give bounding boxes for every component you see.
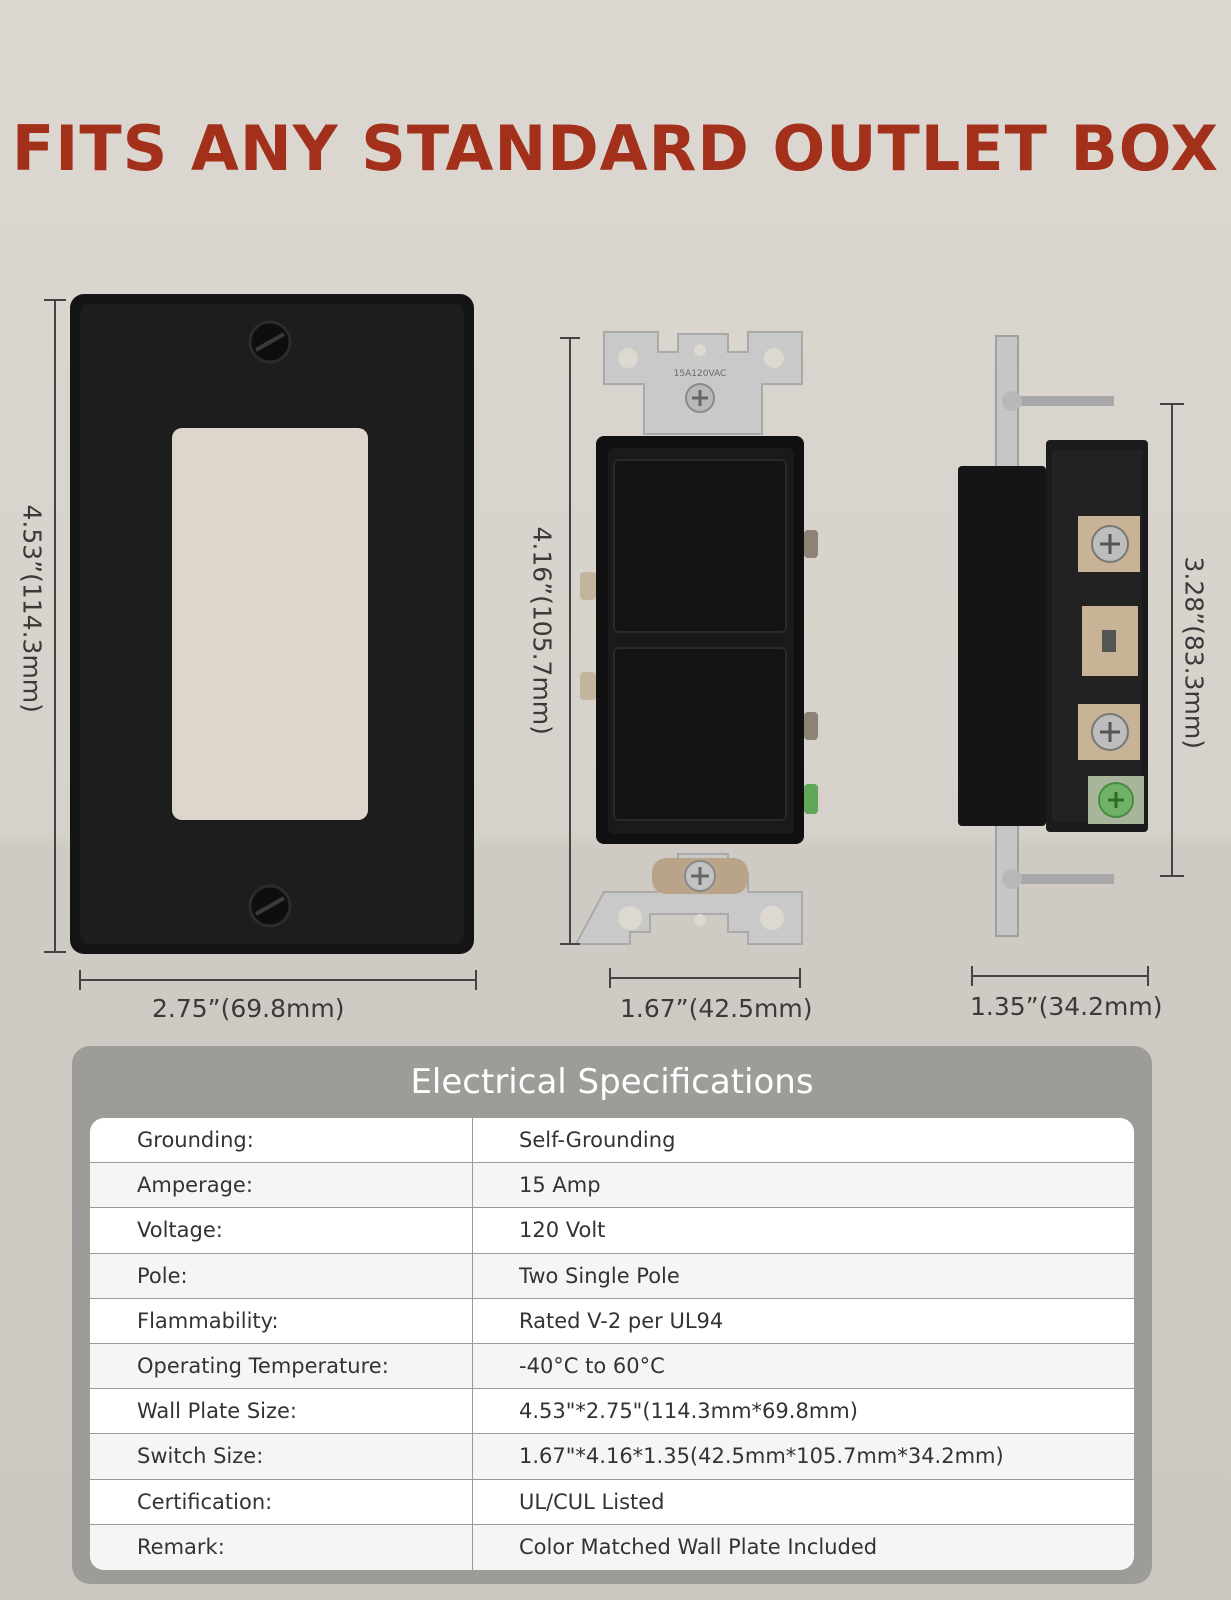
table-row: Pole: Two Single Pole bbox=[90, 1253, 1134, 1299]
table-row: Operating Temperature: -40°C to 60°C bbox=[90, 1343, 1134, 1390]
table-row: Certification: UL/CUL Listed bbox=[90, 1479, 1134, 1525]
spec-key: Amperage: bbox=[90, 1163, 473, 1208]
spec-value: 120 Volt bbox=[519, 1218, 606, 1243]
spec-key: Switch Size: bbox=[90, 1434, 473, 1479]
double-switch-side-image bbox=[958, 335, 1148, 937]
electrical-specifications-panel: Electrical Specifications Grounding: Sel… bbox=[72, 1046, 1152, 1584]
wall-plate-image bbox=[70, 294, 474, 954]
switch-marking: 15A120VAC bbox=[674, 369, 727, 379]
table-row: Remark: Color Matched Wall Plate Include… bbox=[90, 1524, 1134, 1570]
table-row: Flammability: Rated V-2 per UL94 bbox=[90, 1298, 1134, 1344]
spec-title: Electrical Specifications bbox=[410, 1062, 814, 1102]
spec-value: 15 Amp bbox=[519, 1173, 601, 1198]
spec-key: Wall Plate Size: bbox=[90, 1389, 473, 1434]
plate-width-label: 2.75”(69.8mm) bbox=[152, 994, 345, 1023]
plate-height-label: 4.53”(114.3mm) bbox=[17, 504, 47, 713]
switch-width-label: 1.67”(42.5mm) bbox=[620, 994, 813, 1023]
spec-key: Operating Temperature: bbox=[90, 1343, 473, 1389]
spec-value: Self-Grounding bbox=[519, 1128, 676, 1153]
depth-height-label: 3.28”(83.3mm) bbox=[1179, 556, 1209, 750]
switch-height-label: 4.16”(105.7mm) bbox=[527, 526, 557, 735]
spec-key: Certification: bbox=[90, 1479, 473, 1524]
spec-value: 1.67"*4.16*1.35(42.5mm*105.7mm*34.2mm) bbox=[519, 1444, 1004, 1469]
table-row: Voltage: 120 Volt bbox=[90, 1208, 1134, 1254]
spec-value: Two Single Pole bbox=[519, 1263, 680, 1288]
page-title: FITS ANY STANDARD OUTLET BOX bbox=[11, 112, 1220, 185]
spec-value: Color Matched Wall Plate Included bbox=[519, 1535, 878, 1560]
spec-value: 4.53"*2.75"(114.3mm*69.8mm) bbox=[519, 1399, 858, 1424]
depth-width-label: 1.35”(34.2mm) bbox=[970, 992, 1163, 1021]
spec-value: -40°C to 60°C bbox=[519, 1354, 665, 1379]
spec-key: Flammability: bbox=[90, 1298, 473, 1343]
spec-table: Grounding: Self-Grounding Amperage: 15 A… bbox=[90, 1118, 1134, 1570]
table-row: Wall Plate Size: 4.53"*2.75"(114.3mm*69.… bbox=[90, 1389, 1134, 1435]
product-drawing: 15A120VAC bbox=[44, 294, 1184, 990]
spec-key: Voltage: bbox=[90, 1208, 473, 1253]
table-row: Amperage: 15 Amp bbox=[90, 1163, 1134, 1209]
product-illustrations: 15A120VAC bbox=[0, 280, 1231, 1040]
double-switch-front-image bbox=[574, 331, 818, 945]
spec-value: Rated V-2 per UL94 bbox=[519, 1308, 724, 1333]
spec-key: Remark: bbox=[90, 1524, 473, 1570]
table-row: Switch Size: 1.67"*4.16*1.35(42.5mm*105.… bbox=[90, 1434, 1134, 1480]
table-row: Grounding: Self-Grounding bbox=[90, 1118, 1134, 1164]
spec-key: Grounding: bbox=[90, 1118, 473, 1163]
spec-value: UL/CUL Listed bbox=[519, 1489, 665, 1514]
spec-key: Pole: bbox=[90, 1253, 473, 1298]
